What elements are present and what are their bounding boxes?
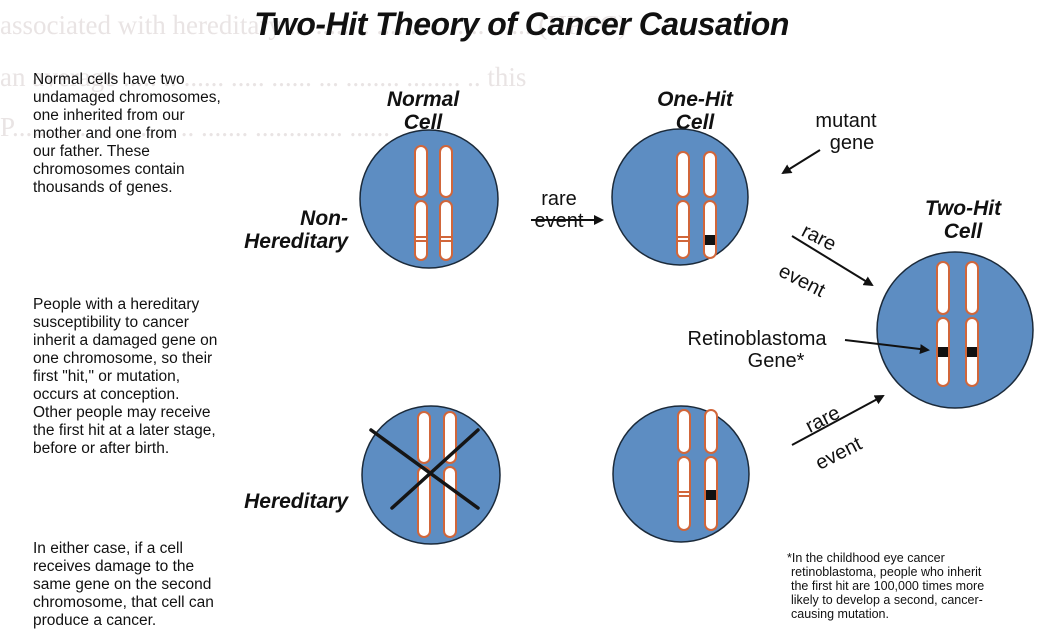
- arrow-mutant-gene: [783, 150, 820, 173]
- cell-two-hit: [877, 252, 1033, 408]
- mutation-mark-hereditary: [706, 490, 716, 500]
- arrow-rare-event-3: [792, 396, 883, 445]
- mutation-mark-one-hit: [705, 235, 715, 245]
- arrow-rare-event-2: [792, 236, 872, 285]
- cell-normal: [360, 130, 498, 268]
- mutation-mark-two-hit-right: [967, 347, 977, 357]
- mutation-mark-two-hit-left: [938, 347, 948, 357]
